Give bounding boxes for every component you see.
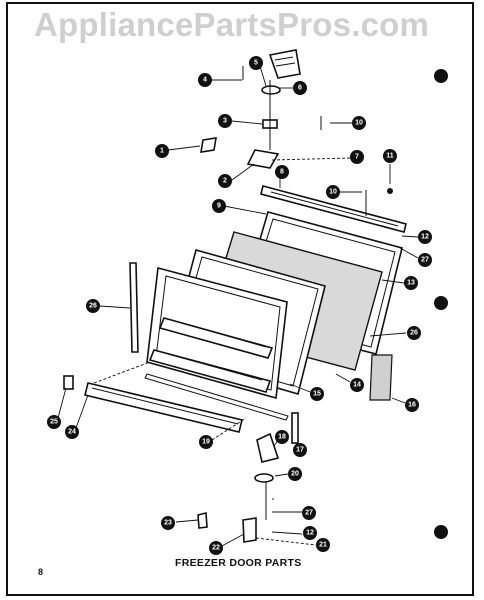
side-gasket-panel — [369, 354, 393, 401]
leader-lines — [57, 65, 419, 548]
svg-text:27: 27 — [421, 257, 429, 264]
binder-holes — [434, 69, 448, 539]
bottom-door-rail — [84, 382, 243, 433]
svg-text:2: 2 — [223, 178, 227, 185]
callout-11: 11 — [383, 149, 397, 163]
svg-text:27: 27 — [305, 510, 313, 517]
callout-5: 5 — [249, 56, 263, 70]
callout-24: 24 — [65, 425, 79, 439]
svg-text:13: 13 — [407, 280, 415, 287]
callout-13: 13 — [404, 276, 418, 290]
callout-10-rail: 10 — [326, 185, 340, 199]
callout-26-right: 26 — [407, 326, 421, 340]
diagram-caption: FREEZER DOOR PARTS — [175, 557, 302, 569]
svg-text:25: 25 — [50, 419, 58, 426]
callout-26-left: 26 — [86, 299, 100, 313]
callout-12-top: 12 — [418, 230, 432, 244]
svg-text:23: 23 — [164, 520, 172, 527]
shelf-retainer — [144, 373, 289, 421]
callout-6: 6 — [293, 81, 307, 95]
callout-17: 17 — [293, 443, 307, 457]
callout-7: 7 — [350, 150, 364, 164]
callout-1: 1 — [155, 144, 169, 158]
svg-text:24: 24 — [68, 429, 76, 436]
callout-18: 18 — [275, 430, 289, 444]
svg-text:21: 21 — [319, 542, 327, 549]
inner-door-liner — [146, 266, 288, 400]
callout-14: 14 — [350, 378, 364, 392]
callout-9: 9 — [212, 199, 226, 213]
callout-21: 21 — [316, 538, 330, 552]
svg-text:6: 6 — [298, 85, 302, 92]
callout-27-top: 27 — [418, 253, 432, 267]
svg-text:16: 16 — [408, 402, 416, 409]
svg-text:5: 5 — [254, 60, 258, 67]
svg-text:1: 1 — [160, 148, 164, 155]
svg-text:11: 11 — [386, 153, 394, 160]
svg-text:20: 20 — [291, 471, 299, 478]
svg-text:8: 8 — [280, 169, 284, 176]
callout-27-bottom: 27 — [302, 506, 316, 520]
svg-text:26: 26 — [410, 330, 418, 337]
top-door-rail — [260, 185, 407, 233]
svg-text:9: 9 — [217, 203, 221, 210]
callout-4: 4 — [198, 73, 212, 87]
svg-text:12: 12 — [421, 234, 429, 241]
svg-text:10: 10 — [329, 189, 337, 196]
svg-text:12: 12 — [306, 530, 314, 537]
svg-text:17: 17 — [296, 447, 304, 454]
top-hinge-assembly — [200, 49, 322, 169]
callout-15: 15 — [310, 387, 324, 401]
bottom-hinge-assembly — [197, 412, 299, 543]
watermark: AppliancePartsPros.com — [34, 6, 430, 43]
callout-10-top: 10 — [352, 116, 366, 130]
svg-text:10: 10 — [355, 120, 363, 127]
callout-20: 20 — [288, 467, 302, 481]
callout-3: 3 — [218, 114, 232, 128]
left-door-trim — [129, 262, 139, 353]
page-number: 8 — [38, 567, 44, 577]
svg-text:4: 4 — [203, 77, 207, 84]
svg-text:22: 22 — [212, 545, 220, 552]
callout-12-bottom: 12 — [303, 526, 317, 540]
svg-text:18: 18 — [278, 434, 286, 441]
door-handle-bracket — [63, 375, 74, 390]
svg-text:3: 3 — [223, 118, 227, 125]
callout-2: 2 — [218, 174, 232, 188]
callout-16: 16 — [405, 398, 419, 412]
callout-8: 8 — [275, 165, 289, 179]
svg-text:14: 14 — [353, 382, 361, 389]
callout-19: 19 — [199, 435, 213, 449]
svg-text:19: 19 — [202, 439, 210, 446]
svg-text:7: 7 — [355, 154, 359, 161]
svg-text:15: 15 — [313, 391, 321, 398]
svg-text:26: 26 — [89, 303, 97, 310]
callout-23: 23 — [161, 516, 175, 530]
page-border — [6, 2, 474, 596]
callout-25: 25 — [47, 415, 61, 429]
callout-22: 22 — [209, 541, 223, 555]
